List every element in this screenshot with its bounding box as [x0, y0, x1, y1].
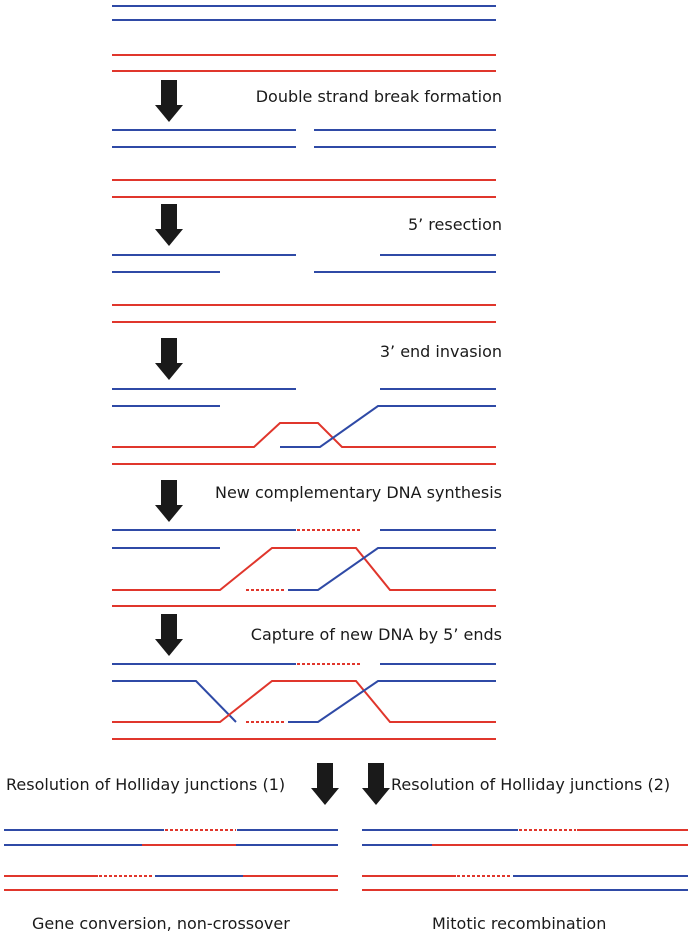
stage-capture [112, 663, 496, 740]
stage-break [112, 129, 496, 198]
outcome-label-left: Gene conversion, non-crossover [32, 914, 290, 933]
step-label-break: Double strand break formation [256, 87, 502, 106]
outcome-mitotic-recombination [362, 829, 688, 891]
down-arrow-icon [155, 204, 183, 246]
step-label-synthesis: New complementary DNA synthesis [215, 483, 502, 502]
resolution-label-2: Resolution of Holliday junctions (2) [391, 775, 670, 794]
resolution-label-1: Resolution of Holliday junctions (1) [6, 775, 285, 794]
outcome-gene-conversion [4, 829, 338, 891]
blue-invading-strand [288, 547, 496, 591]
stage-synthesis [112, 529, 496, 607]
red-strand-displaced [112, 422, 496, 448]
down-arrow-icon [155, 338, 183, 380]
down-arrow-icon [311, 763, 339, 805]
down-arrow-icon [155, 480, 183, 522]
step-label-resection: 5’ resection [408, 215, 502, 234]
step-label-capture: Capture of new DNA by 5’ ends [251, 625, 502, 644]
down-arrow-icon [362, 763, 390, 805]
down-arrow-icon [155, 614, 183, 656]
red-strand-displaced [112, 547, 496, 591]
outcome-label-right: Mitotic recombination [432, 914, 606, 933]
blue-invading-strand [288, 680, 496, 723]
down-arrow-icon [155, 80, 183, 122]
stage-resection [112, 254, 496, 323]
red-strand-displaced [112, 680, 496, 723]
blue-invading-strand [280, 405, 496, 448]
stage-intact [112, 5, 496, 72]
blue-strand-crossing [112, 680, 237, 723]
step-label-invasion: 3’ end invasion [380, 342, 502, 361]
stage-invasion [112, 388, 496, 465]
